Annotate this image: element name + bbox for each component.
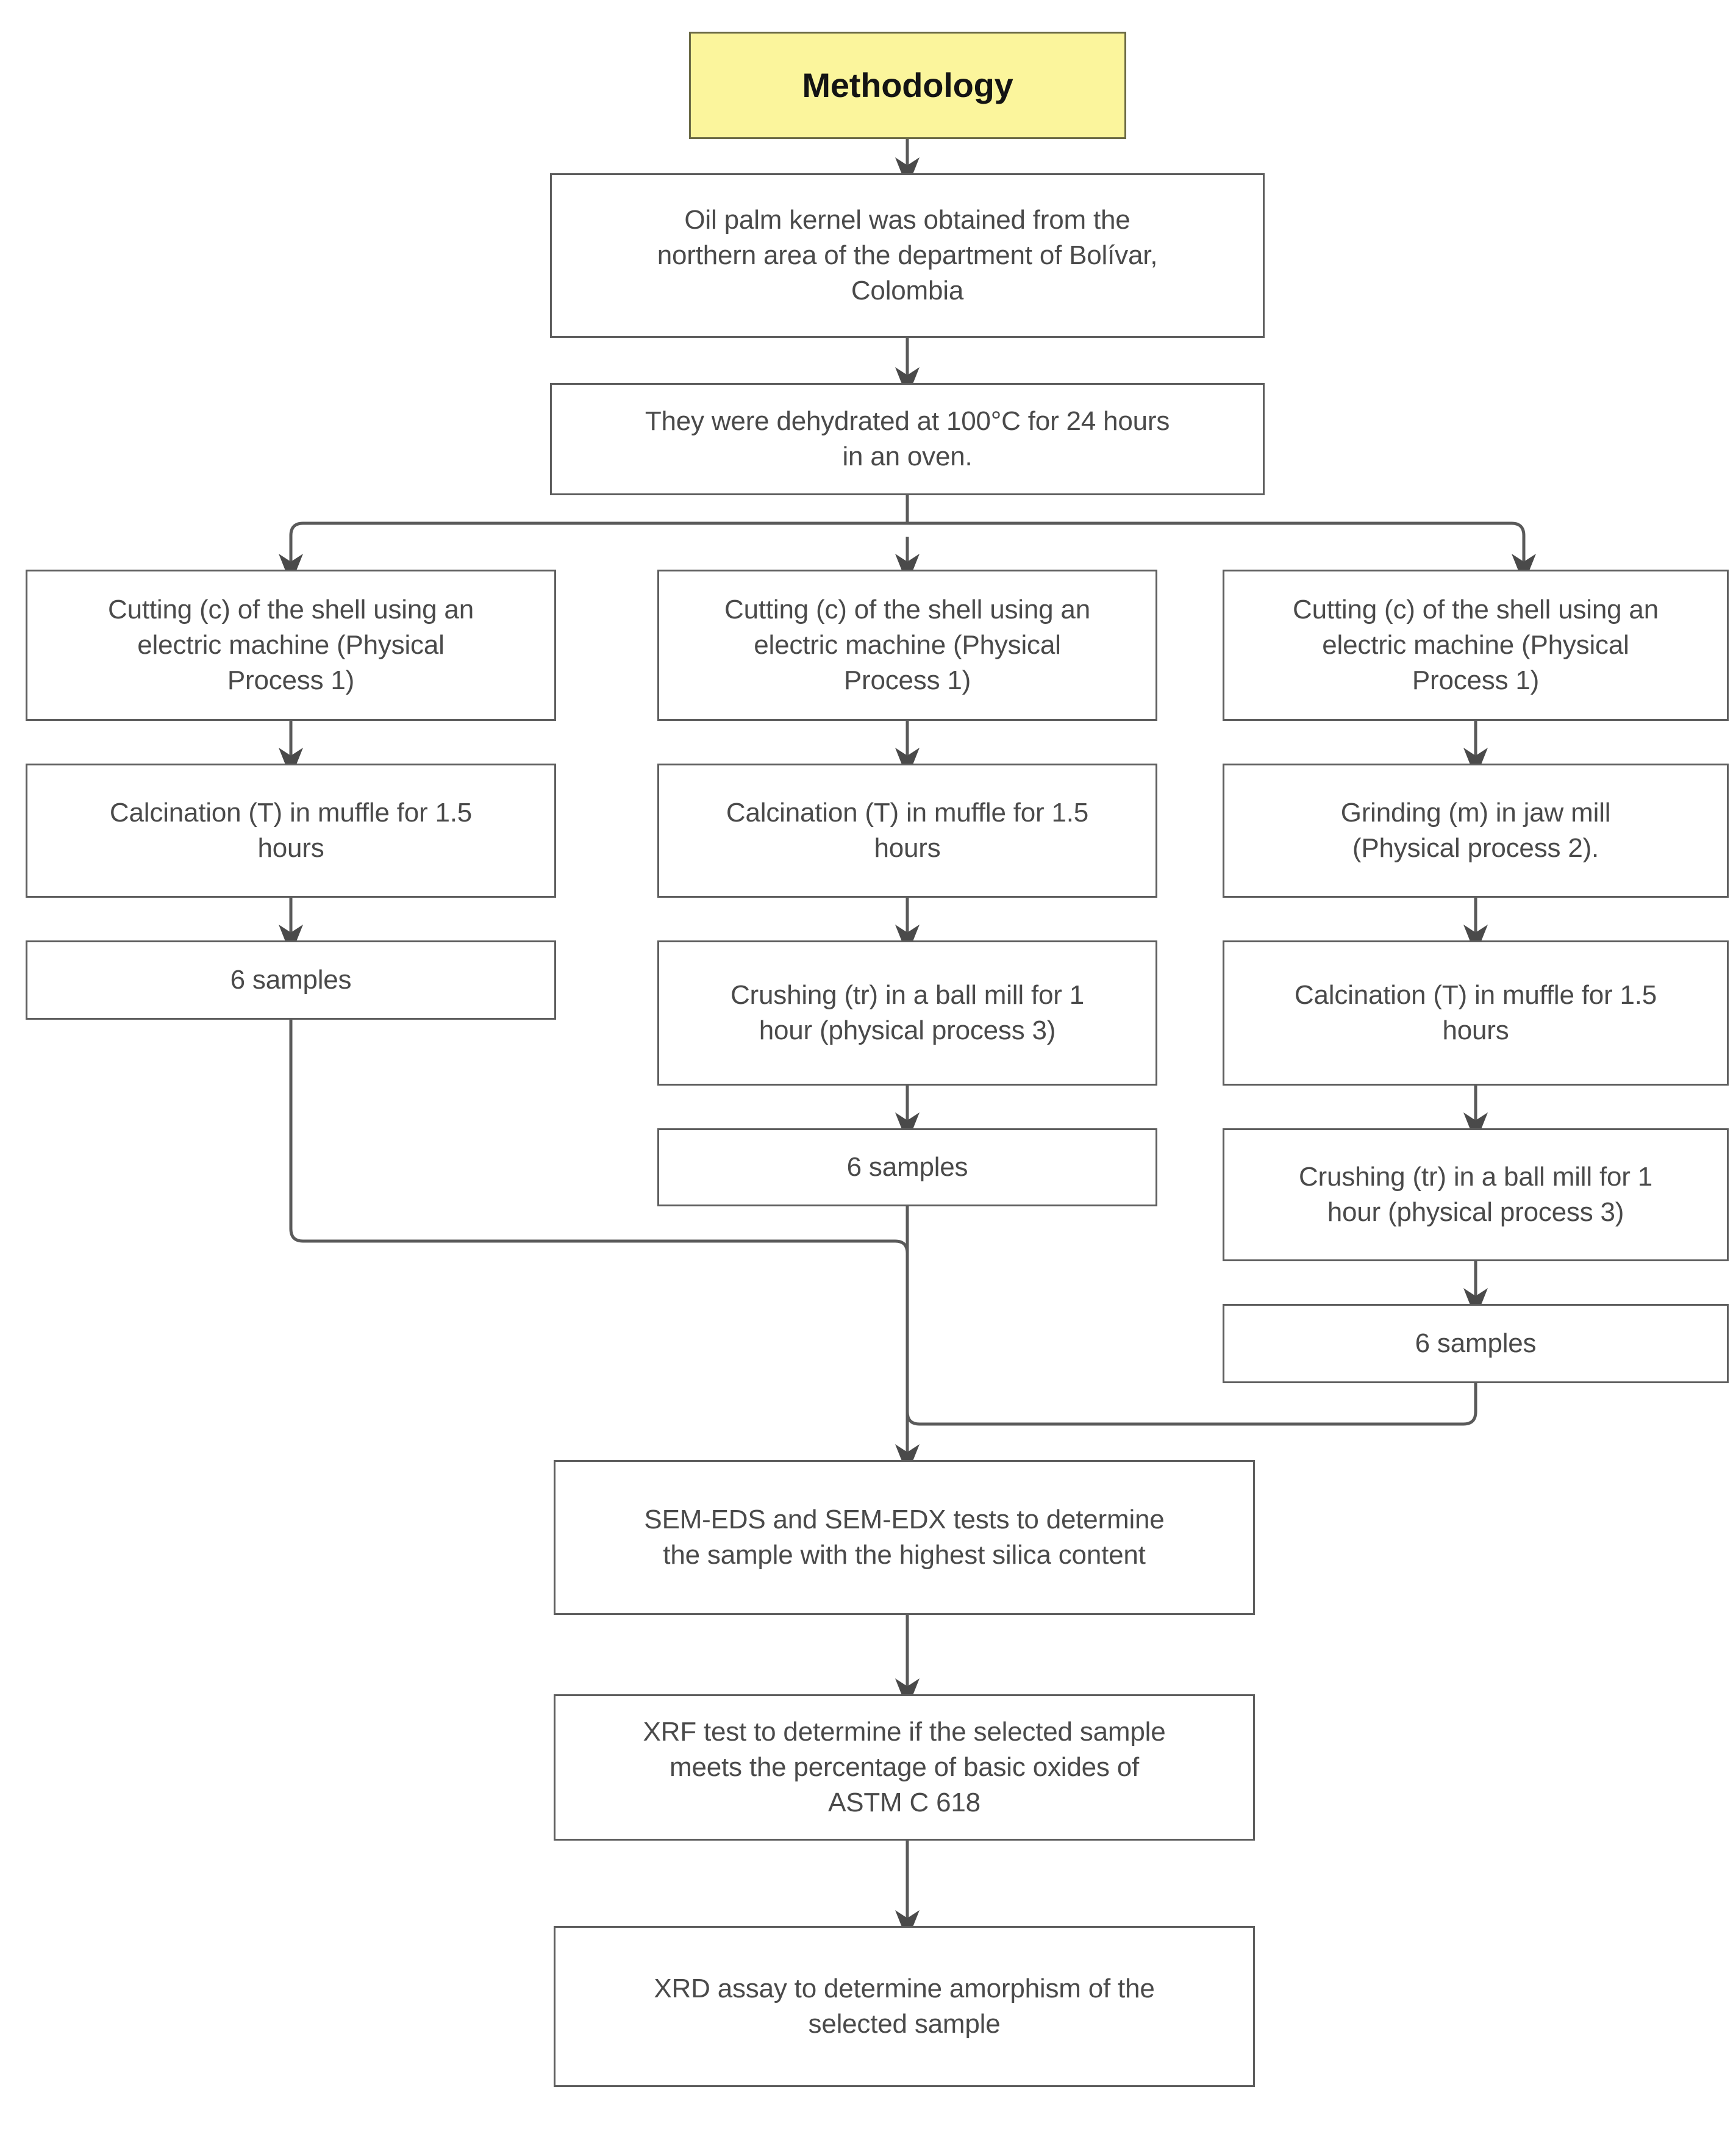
branch-b-cutting-box: Cutting (c) of the shell using an electr…: [657, 570, 1157, 721]
branch-a-cutting-label: Cutting (c) of the shell using an electr…: [108, 594, 474, 696]
branch-c-crushing-label: Crushing (tr) in a ball mill for 1 hour …: [1298, 1161, 1653, 1227]
sem-test-label: SEM-EDS and SEM-EDX tests to determine t…: [644, 1504, 1165, 1570]
branch-b-samples-box: 6 samples: [657, 1128, 1157, 1206]
branch-c-cutting-box: Cutting (c) of the shell using an electr…: [1223, 570, 1729, 721]
branch-c-grinding-label: Grinding (m) in jaw mill (Physical proce…: [1340, 797, 1611, 863]
branch-split-arrows: [279, 537, 1536, 585]
branch-split-bus: [289, 495, 1526, 561]
source-label: Oil palm kernel was obtained from the no…: [657, 204, 1158, 306]
branch-a-calcination-label: Calcination (T) in muffle for 1.5 hours: [109, 797, 473, 863]
branch-c-cutting-label: Cutting (c) of the shell using an electr…: [1293, 594, 1659, 696]
title-label: Methodology: [802, 66, 1013, 105]
title-box: Methodology: [689, 32, 1126, 139]
branch-c-samples-box: 6 samples: [1223, 1304, 1729, 1383]
branch-c-samples-label: 6 samples: [1415, 1328, 1537, 1358]
branch-c-grinding-box: Grinding (m) in jaw mill (Physical proce…: [1223, 764, 1729, 898]
branch-a-samples-box: 6 samples: [26, 940, 556, 1020]
xrf-test-box: XRF test to determine if the selected sa…: [554, 1694, 1255, 1841]
branch-b-cutting-label: Cutting (c) of the shell using an electr…: [724, 594, 1090, 696]
branch-c-calcination-label: Calcination (T) in muffle for 1.5 hours: [1294, 979, 1657, 1045]
branch-a-samples-label: 6 samples: [230, 964, 352, 995]
branch-b-crushing-label: Crushing (tr) in a ball mill for 1 hour …: [730, 979, 1085, 1045]
branch-b-samples-label: 6 samples: [846, 1151, 968, 1182]
branch-c-crushing-box: Crushing (tr) in a ball mill for 1 hour …: [1223, 1128, 1729, 1261]
branch-b-crushing-box: Crushing (tr) in a ball mill for 1 hour …: [657, 940, 1157, 1086]
branch-b-calcination-box: Calcination (T) in muffle for 1.5 hours: [657, 764, 1157, 898]
xrd-assay-box: XRD assay to determine amorphism of the …: [554, 1926, 1255, 2087]
dehydration-label: They were dehydrated at 100°C for 24 hou…: [645, 406, 1170, 471]
sem-test-box: SEM-EDS and SEM-EDX tests to determine t…: [554, 1460, 1255, 1615]
source-box: Oil palm kernel was obtained from the no…: [550, 173, 1265, 338]
xrf-test-label: XRF test to determine if the selected sa…: [643, 1716, 1166, 1818]
xrd-assay-label: XRD assay to determine amorphism of the …: [654, 1973, 1155, 2039]
dehydration-box: They were dehydrated at 100°C for 24 hou…: [550, 383, 1265, 495]
branch-c-calcination-box: Calcination (T) in muffle for 1.5 hours: [1223, 940, 1729, 1086]
merge-right-path: [906, 1383, 1477, 1426]
branch-b-calcination-label: Calcination (T) in muffle for 1.5 hours: [726, 797, 1089, 863]
branch-a-calcination-box: Calcination (T) in muffle for 1.5 hours: [26, 764, 556, 898]
branch-a-cutting-box: Cutting (c) of the shell using an electr…: [26, 570, 556, 721]
